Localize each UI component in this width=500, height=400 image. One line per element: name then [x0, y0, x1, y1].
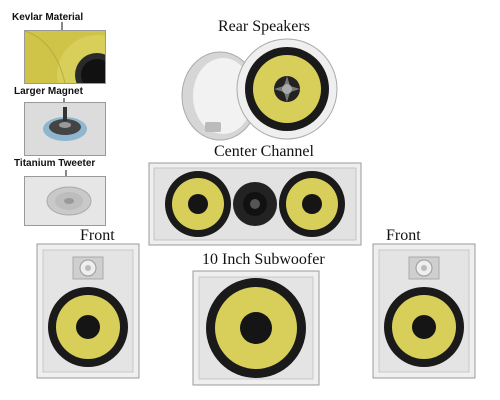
front-left-caption: Front: [80, 227, 115, 244]
rear-speakers-image: [181, 38, 338, 141]
rear-speaker-front: [236, 38, 338, 140]
tweeter-callout-line: [62, 170, 70, 196]
front-left-speaker: [36, 243, 140, 379]
center-woofer-left: [165, 171, 231, 237]
front-right-caption: Front: [386, 227, 421, 244]
subwoofer-caption: 10 Inch Subwoofer: [202, 251, 325, 268]
titanium-tweeter-photo: [24, 176, 106, 226]
front-right-speaker: [372, 243, 476, 379]
center-woofer-right: [279, 171, 345, 237]
tweeter-label: Titanium Tweeter: [14, 158, 96, 169]
magnet-closeup: [25, 103, 105, 155]
front-right-woofer: [384, 287, 464, 367]
center-channel-caption: Center Channel: [214, 143, 314, 160]
front-left-tweeter: [72, 256, 104, 280]
kevlar-cone-closeup: [25, 31, 105, 83]
larger-magnet-photo: [24, 102, 106, 156]
magnet-label: Larger Magnet: [14, 86, 83, 97]
center-tweeter: [233, 182, 277, 226]
rear-speakers-caption: Rear Speakers: [218, 18, 310, 35]
tweeter-closeup: [25, 177, 105, 225]
center-channel-speaker: [148, 162, 362, 246]
subwoofer-speaker: [192, 270, 320, 386]
front-left-woofer: [48, 287, 128, 367]
front-right-tweeter: [408, 256, 440, 280]
kevlar-label: Kevlar Material: [12, 12, 84, 23]
kevlar-material-photo: [24, 30, 106, 84]
